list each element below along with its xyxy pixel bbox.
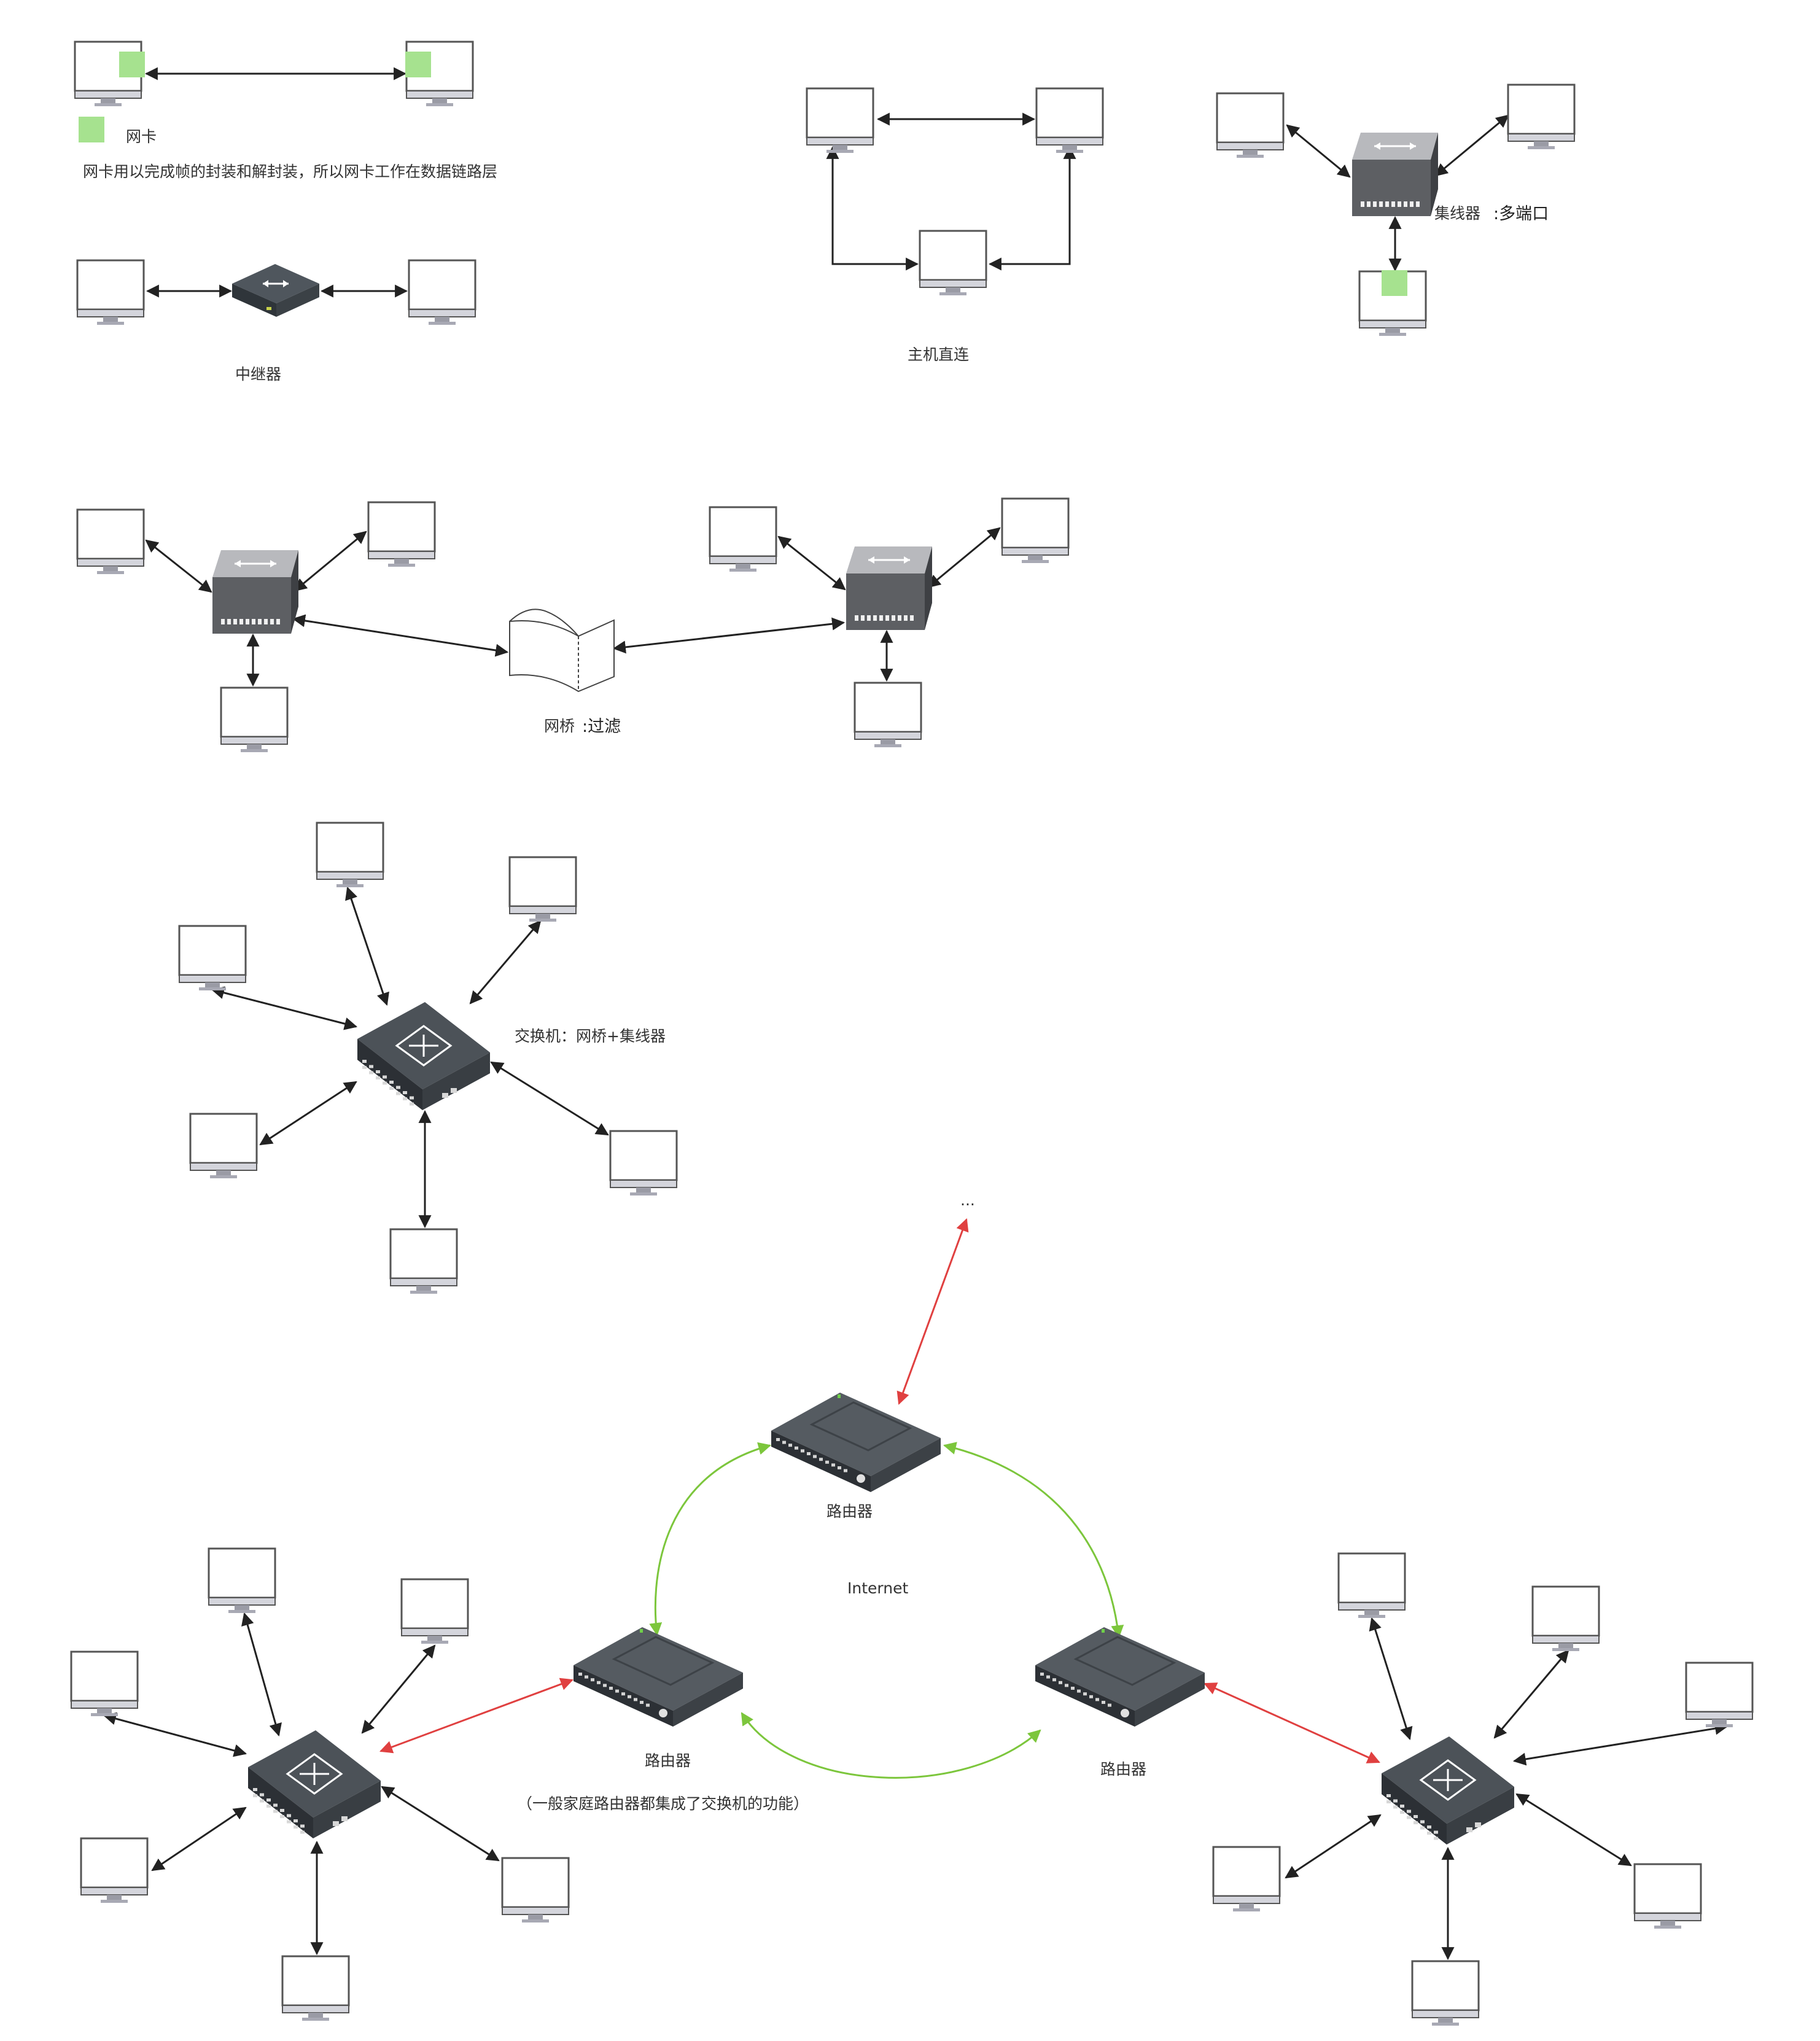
nic-description: 网卡用以完成帧的封装和解封装，所以网卡工作在数据链路层	[83, 163, 498, 181]
ellipsis-label: ...	[960, 1191, 975, 1209]
monitor-icon	[1531, 1585, 1600, 1651]
monitor-icon	[400, 1578, 469, 1644]
connection-arrow	[345, 887, 389, 1006]
internet-label: Internet	[847, 1579, 909, 1597]
connection-arrow	[741, 1712, 1041, 1779]
monitor-icon	[1411, 1960, 1480, 2026]
monitor-icon	[854, 682, 922, 747]
switch-icon	[248, 1730, 381, 1838]
connection-arrow	[292, 614, 509, 657]
switch-label: 交换机：网桥+集线器	[515, 1027, 666, 1045]
connection-arrow	[896, 1218, 969, 1405]
monitor-icon	[1212, 1846, 1281, 1911]
router-icon	[771, 1393, 941, 1492]
hub-label: 集线器	[1434, 204, 1481, 222]
connection-arrow	[211, 986, 358, 1030]
connection-arrow	[988, 146, 1076, 271]
monitor-icon	[408, 259, 476, 325]
switch-icon	[357, 1002, 490, 1110]
connection-arrow	[649, 1442, 772, 1636]
monitor-icon	[405, 41, 474, 106]
repeater-icon	[232, 264, 319, 317]
monitor-icon	[316, 822, 384, 887]
router-left-note: （一般家庭路由器都集成了交换机的功能）	[517, 1795, 809, 1813]
monitor-icon	[1216, 92, 1285, 158]
nic-icon	[119, 52, 145, 77]
connection-arrow	[469, 920, 542, 1005]
monitor-icon	[1337, 1552, 1406, 1618]
connection-arrow	[1369, 1617, 1413, 1741]
monitor-icon	[178, 925, 247, 990]
connection-arrow	[381, 1786, 500, 1862]
monitor-icon	[1633, 1863, 1702, 1929]
hub-icon	[212, 550, 298, 634]
connection-arrow	[612, 617, 846, 654]
monitor-icon	[367, 501, 436, 567]
nic-icon	[1382, 270, 1407, 296]
monitor-icon	[1507, 84, 1576, 149]
connection-arrow	[1204, 1682, 1380, 1763]
monitor-icon	[70, 1650, 139, 1716]
repeater-label: 中继器	[235, 365, 282, 383]
monitor-icon	[189, 1113, 258, 1178]
monitor-icon	[76, 259, 145, 325]
monitor-icon	[709, 506, 777, 572]
connection-arrow	[1434, 114, 1509, 177]
monitor-icon	[281, 1955, 350, 2021]
hub-multiport-label: :多端口	[1493, 204, 1549, 224]
nic-label: 网卡	[126, 128, 157, 146]
router-top-label: 路由器	[826, 1503, 873, 1520]
connection-arrow	[943, 1442, 1124, 1639]
monitor-icon	[609, 1130, 678, 1195]
router-icon	[1035, 1627, 1205, 1727]
monitor-icon	[76, 508, 145, 574]
monitor-icon	[806, 87, 874, 153]
monitor-icon	[1358, 270, 1427, 336]
monitor-icon	[389, 1228, 458, 1294]
monitor-icon	[919, 230, 987, 295]
nic-legend-swatch	[79, 117, 104, 142]
connection-arrow	[145, 539, 212, 593]
monitor-icon	[501, 1857, 570, 1922]
bridge-filter-label: :过滤	[582, 717, 621, 736]
connection-arrow	[151, 1806, 247, 1872]
router-icon	[574, 1627, 743, 1727]
monitor-icon	[208, 1547, 276, 1613]
connection-arrow	[1285, 1814, 1382, 1879]
router-left-label: 路由器	[645, 1752, 691, 1770]
connection-arrow	[1493, 1649, 1569, 1739]
hub-icon	[846, 546, 932, 630]
bridge-icon	[509, 608, 615, 693]
monitor-icon	[74, 41, 145, 106]
monitor-icon	[1685, 1662, 1754, 1727]
direct-connection-label: 主机直连	[908, 346, 970, 363]
monitor-icon	[1035, 87, 1104, 153]
bridge-label: 网桥	[544, 717, 575, 735]
connection-arrow	[927, 527, 1001, 588]
connection-arrow	[490, 1061, 609, 1136]
monitor-icon	[508, 856, 577, 922]
connection-arrow	[379, 1678, 574, 1754]
connection-arrow	[1515, 1793, 1632, 1867]
connection-arrow	[294, 531, 367, 592]
connection-arrow	[1286, 124, 1351, 178]
connection-arrow	[241, 1612, 282, 1737]
switch-icon	[1382, 1736, 1514, 1845]
connection-arrow	[103, 1712, 247, 1757]
router-right-label: 路由器	[1100, 1760, 1147, 1778]
connection-arrow	[777, 535, 846, 591]
monitor-icon	[80, 1837, 149, 1903]
nic-icon	[405, 52, 431, 77]
connection-arrow	[259, 1081, 357, 1146]
monitor-icon	[220, 686, 289, 752]
monitor-icon	[1001, 497, 1070, 563]
hub-icon	[1352, 133, 1438, 216]
connection-arrow	[826, 146, 919, 271]
connection-arrow	[1512, 1722, 1729, 1766]
